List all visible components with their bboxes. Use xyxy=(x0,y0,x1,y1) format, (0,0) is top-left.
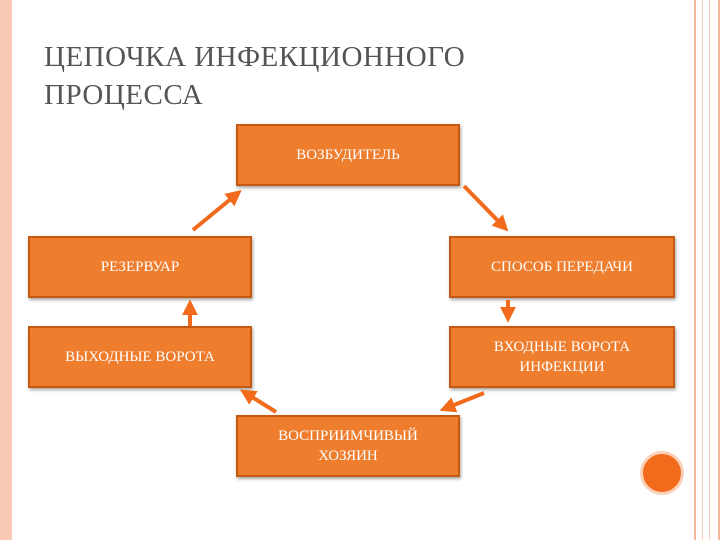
slide-title: ЦЕПОЧКА ИНФЕКЦИОННОГО ПРОЦЕССА xyxy=(44,38,604,114)
slide-frame-right xyxy=(694,0,720,540)
node-exit-portal-label: ВЫХОДНЫЕ ВОРОТА xyxy=(65,349,215,365)
node-reservoir-label: РЕЗЕРВУАР xyxy=(100,259,180,275)
node-entry-portal-label-1: ВХОДНЫЕ ВОРОТА xyxy=(493,339,631,355)
title-line-1: ЦЕПОЧКА ИНФЕКЦИОННОГО xyxy=(44,41,466,73)
node-host-label-1: ВОСПРИИМЧИВЫЙ xyxy=(278,428,418,444)
arrow-pathogen-to-transmission xyxy=(462,184,509,232)
slide-frame-left xyxy=(0,0,12,540)
node-host-label-2: ХОЗЯИН xyxy=(318,448,378,464)
node-entry-portal-label-2: ИНФЕКЦИИ xyxy=(519,359,605,375)
node-pathogen: ВОЗБУДИТЕЛЬ xyxy=(236,124,460,186)
node-pathogen-label: ВОЗБУДИТЕЛЬ xyxy=(296,147,400,163)
node-entry-portal: ВХОДНЫЕ ВОРОТА ИНФЕКЦИИ xyxy=(449,326,675,388)
decorative-circle xyxy=(640,451,684,495)
node-reservoir: РЕЗЕРВУАР xyxy=(28,236,252,298)
node-transmission-label: СПОСОБ ПЕРЕДАЧИ xyxy=(491,259,633,275)
arrow-host-to-exit xyxy=(239,389,278,414)
node-exit-portal: ВЫХОДНЫЕ ВОРОТА xyxy=(28,326,252,388)
slide-frame-right-inner xyxy=(702,0,710,540)
arrow-reservoir-to-pathogen xyxy=(191,189,242,232)
node-transmission: СПОСОБ ПЕРЕДАЧИ xyxy=(449,236,675,298)
node-susceptible-host: ВОСПРИИМЧИВЫЙ ХОЗЯИН xyxy=(236,415,460,477)
arrow-entry-to-host xyxy=(439,391,485,413)
title-line-2: ПРОЦЕССА xyxy=(44,79,204,111)
